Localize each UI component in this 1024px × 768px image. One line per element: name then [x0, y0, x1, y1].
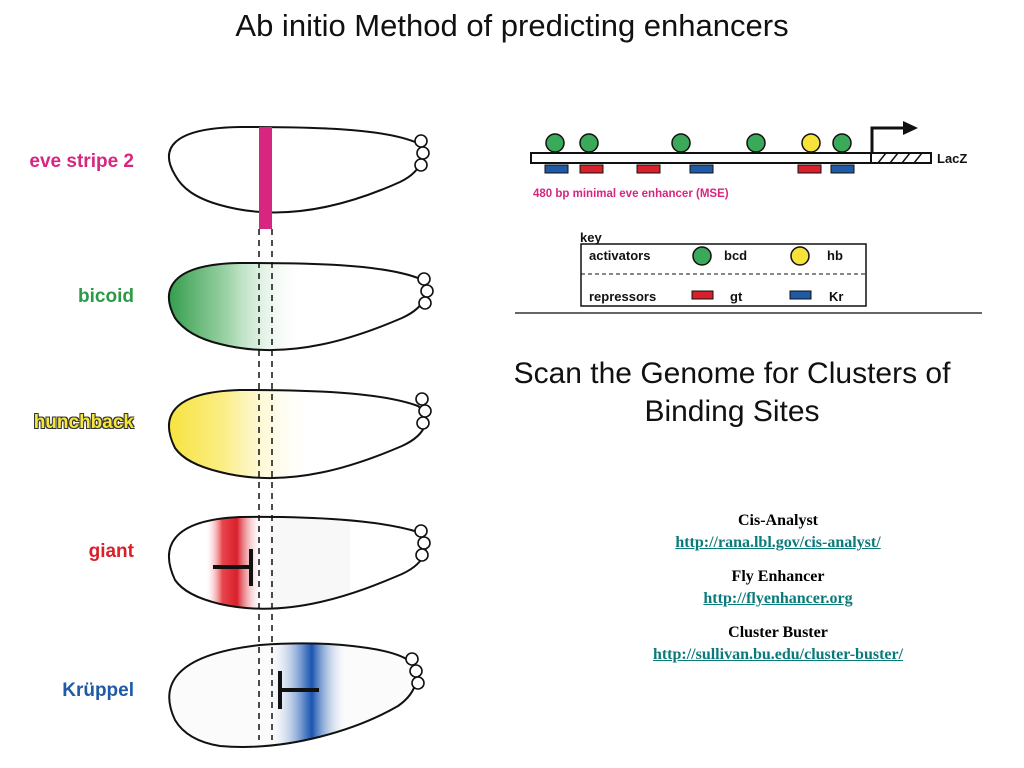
bcd-site: [832, 133, 852, 153]
tool-name: Fly Enhancer: [731, 568, 825, 585]
key-title: key: [580, 230, 602, 245]
embryo-kruppel: [168, 642, 425, 748]
tool-list: Cis-Analyst http://rana.lbl.gov/cis-anal…: [560, 510, 996, 678]
mse-caption: 480 bp minimal eve enhancer (MSE): [533, 188, 729, 200]
key-hb-label: hb: [827, 248, 843, 263]
scan-line-1: Scan the Genome for Clusters of: [513, 357, 951, 390]
enhancer-construct: LacZ 480 bp minimal eve enhancer (MSE): [530, 121, 967, 200]
embryo-giant: [167, 515, 431, 610]
key-gt-icon: [691, 290, 714, 300]
label-giant: giant: [88, 541, 134, 562]
gt-site: [636, 164, 661, 174]
slide-title: Ab initio Method of predicting enhancers: [235, 8, 789, 43]
key-kr-icon: [789, 290, 812, 300]
tool-item: Cluster Buster http://sullivan.bu.edu/cl…: [560, 622, 996, 666]
bcd-site: [545, 133, 565, 153]
key-activators-label: activators: [589, 248, 650, 263]
tool-item: Cis-Analyst http://rana.lbl.gov/cis-anal…: [560, 510, 996, 554]
hb-site: [801, 133, 821, 153]
eve-stripe-2-band: [259, 127, 272, 229]
key-bcd-icon: [692, 246, 712, 266]
tool-link[interactable]: http://sullivan.bu.edu/cluster-buster/: [652, 646, 904, 663]
embryo-hunchback: [167, 388, 432, 480]
scan-line-2: Binding Sites: [644, 395, 820, 428]
key-repressors-label: repressors: [589, 289, 656, 304]
legend-key: key activators bcd hb repressors gt Kr: [580, 230, 867, 307]
bicoid-gradient: [168, 263, 305, 351]
key-gt-label: gt: [730, 289, 743, 304]
gt-site: [797, 164, 822, 174]
kr-site: [689, 164, 714, 174]
tool-link[interactable]: http://rana.lbl.gov/cis-analyst/: [675, 534, 881, 551]
label-bicoid: bicoid: [78, 286, 134, 307]
kr-site: [830, 164, 855, 174]
embryo-bicoid: [167, 261, 434, 352]
scan-heading: Scan the Genome for Clusters of Binding …: [470, 355, 994, 431]
tool-name: Cluster Buster: [728, 624, 828, 641]
key-kr-label: Kr: [829, 289, 843, 304]
bcd-site: [579, 133, 599, 153]
kr-site: [544, 164, 569, 174]
giant-band: [205, 516, 263, 609]
key-bcd-label: bcd: [724, 248, 747, 263]
label-kruppel: Krüppel: [62, 680, 134, 701]
tool-link[interactable]: http://flyenhancer.org: [703, 590, 853, 607]
label-eve-stripe-2: eve stripe 2: [29, 151, 134, 172]
tool-item: Fly Enhancer http://flyenhancer.org: [560, 566, 996, 610]
hunchback-gradient: [168, 390, 315, 479]
lacz-label: LacZ: [937, 151, 967, 166]
embryo-eve: [167, 125, 430, 229]
tool-name: Cis-Analyst: [737, 512, 818, 529]
bcd-site: [671, 133, 691, 153]
key-hb-icon: [790, 246, 810, 266]
bcd-site: [746, 133, 766, 153]
gt-site: [579, 164, 604, 174]
label-hunchback: hunchback: [33, 412, 134, 433]
transcription-start-arrow: [870, 126, 905, 153]
